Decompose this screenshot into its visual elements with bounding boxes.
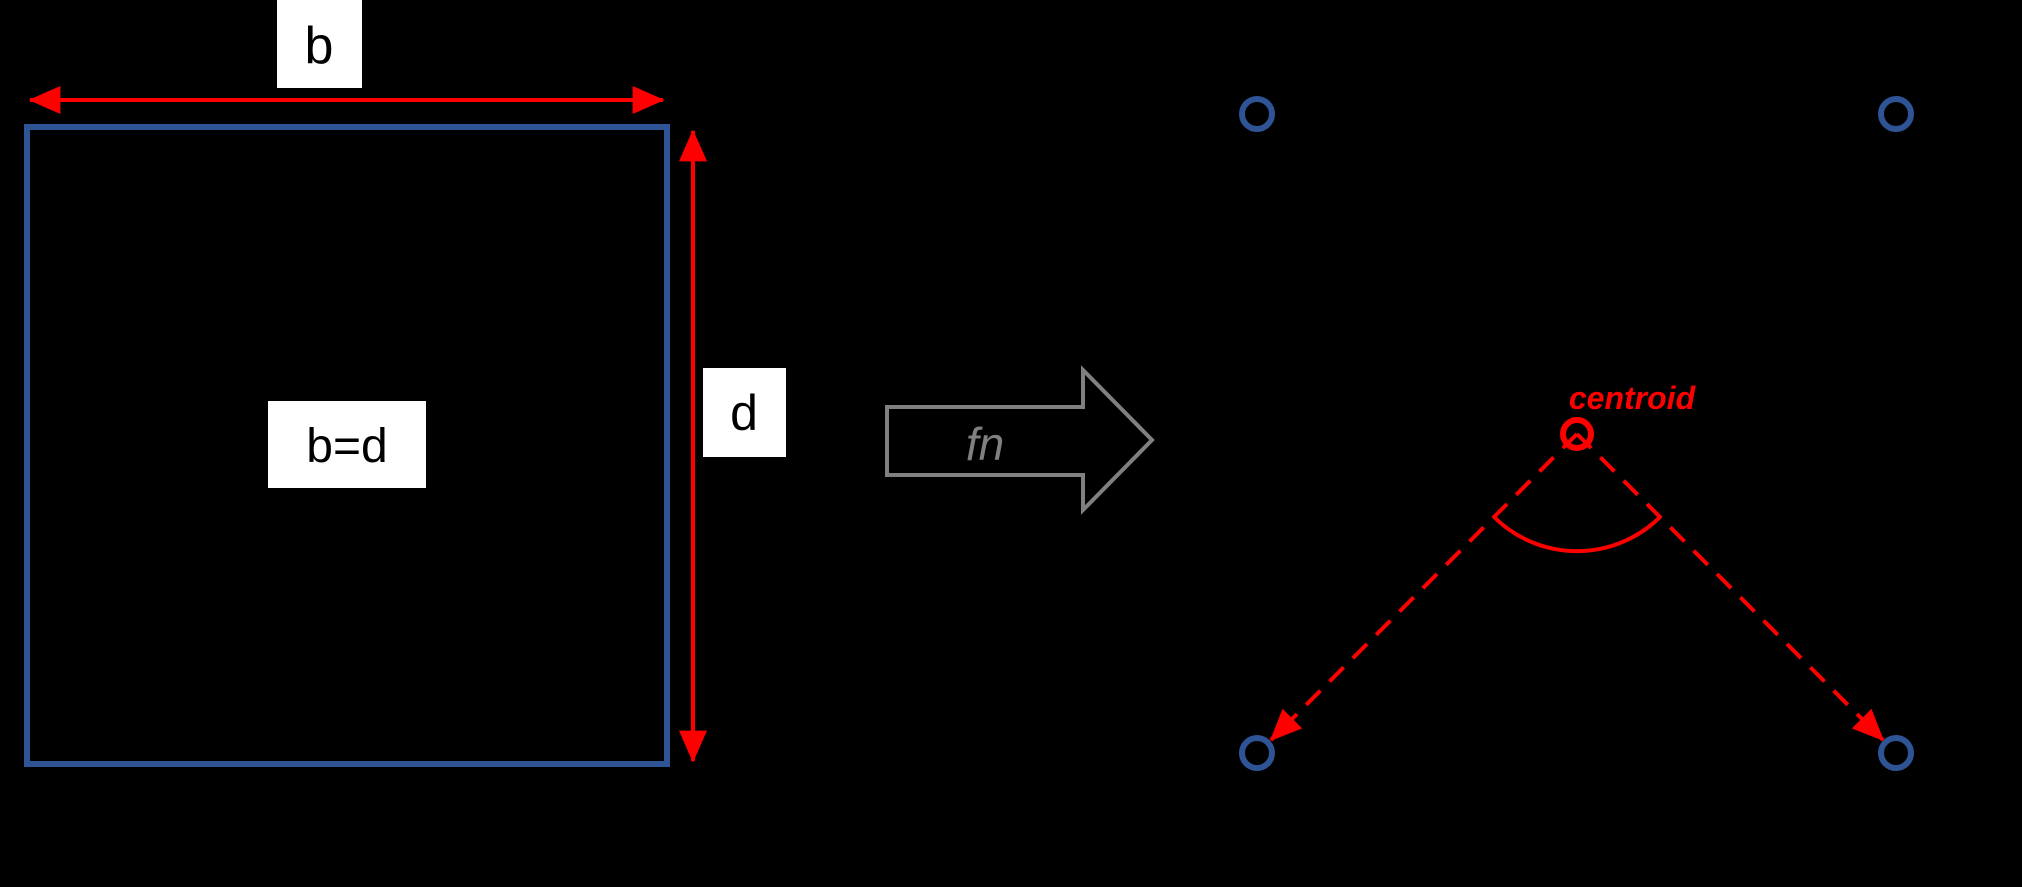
height-label: d — [730, 385, 758, 441]
square-diagram: b d b=d — [24, 0, 786, 767]
angle-arc — [1492, 515, 1662, 554]
width-label-box — [277, 0, 362, 88]
centroid-marker — [1560, 417, 1594, 451]
center-label: b=d — [306, 420, 387, 473]
centroid-ray-bottom-left — [1269, 432, 1579, 742]
corner-point-bottom-right — [1878, 735, 1914, 771]
centroid-label: centroid — [1569, 380, 1697, 416]
points-diagram: centroid — [1239, 96, 1914, 771]
height-label-box — [703, 368, 786, 457]
corner-point-top-right — [1878, 96, 1914, 132]
corner-point-bottom-left — [1239, 735, 1275, 771]
center-label-box — [268, 401, 426, 488]
width-label: b — [305, 17, 334, 75]
square-outline — [24, 124, 670, 767]
corner-point-top-left — [1239, 96, 1275, 132]
transform-label: fn — [966, 418, 1004, 470]
centroid-ray-bottom-right — [1575, 432, 1885, 742]
block-arrow-right-icon — [885, 365, 1155, 515]
transform-arrow: fn — [885, 365, 1155, 515]
